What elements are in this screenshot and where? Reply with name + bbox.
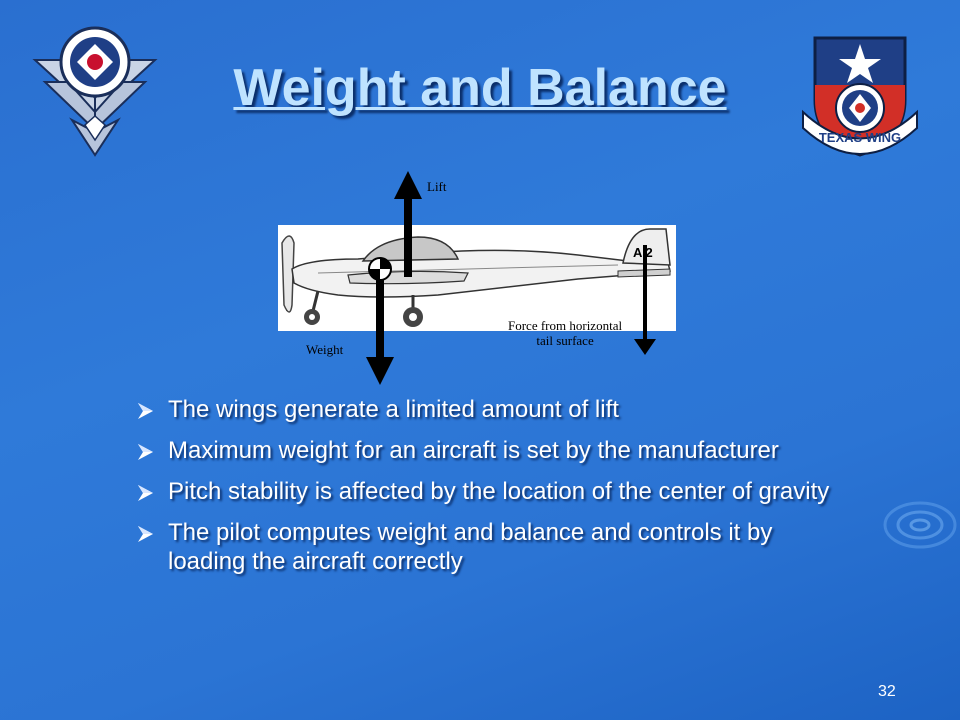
list-item: Maximum weight for an aircraft is set by… [132,436,832,465]
water-ripple-decoration-icon [883,501,957,549]
list-item: Pitch stability is affected by the locat… [132,477,832,506]
list-item: The wings generate a limited amount of l… [132,395,832,424]
weight-label: Weight [306,342,344,357]
tail-force-arrow-icon [634,245,656,355]
logo-banner-text: TEXAS WING [819,130,901,145]
lift-label: Lift [427,179,447,194]
list-item: The pilot computes weight and balance an… [132,518,832,576]
bullet-text: The wings generate a limited amount of l… [168,396,619,423]
tail-force-label: Force from horizontal tail surface [508,318,622,348]
arrow-bullet-icon [138,403,153,419]
wings-icon [32,59,158,157]
seal-icon [59,26,131,98]
force-arrows [366,171,656,385]
bullet-text: Pitch stability is affected by the locat… [168,478,830,505]
tail-marking: A 2 [633,245,653,260]
weight-arrow-icon [366,269,394,385]
tail-force-label-line2: tail surface [536,333,594,348]
weight-balance-diagram: Lift Weight Force from horizontal tail s… [270,165,690,390]
texas-wing-shield-logo: TEXAS WING [802,36,918,157]
bullet-text: The pilot computes weight and balance an… [168,519,773,575]
arrow-bullet-icon [138,485,153,501]
shield-icon [813,36,907,157]
aircraft-panel [278,225,676,331]
slide-title: Weight and Balance [233,59,727,117]
star-icon [839,44,881,83]
bullet-list: The wings generate a limited amount of l… [132,395,832,588]
arrow-bullet-icon [138,526,153,542]
arrow-bullet-icon [138,444,153,460]
page-number: 32 [878,683,896,700]
civil-air-patrol-wings-logo [32,26,158,157]
tail-force-label-line1: Force from horizontal [508,318,623,333]
bullet-text: Maximum weight for an aircraft is set by… [168,437,779,464]
lift-arrow-icon [394,171,422,277]
center-of-gravity-icon [368,257,392,281]
